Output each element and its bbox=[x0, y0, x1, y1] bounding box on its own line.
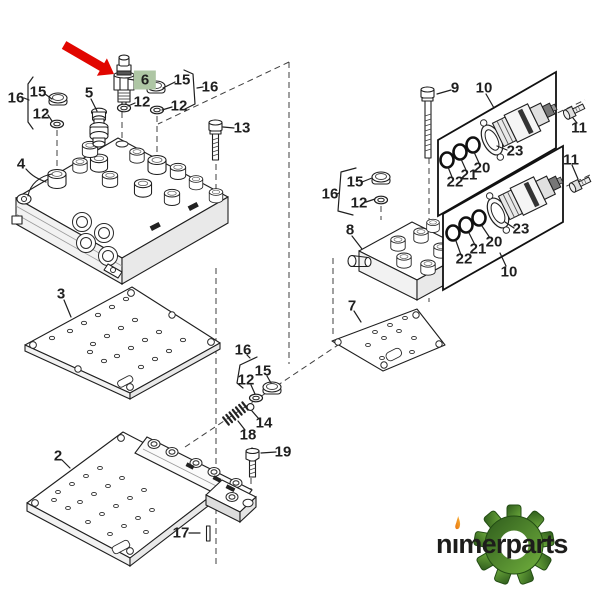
part-label-20: 20 bbox=[473, 159, 491, 177]
part-label-23: 23 bbox=[512, 220, 530, 238]
part-label-12: 12 bbox=[350, 194, 368, 212]
part-label-11: 11 bbox=[563, 151, 579, 169]
spring-18-drawing bbox=[222, 401, 250, 426]
ball-14-drawing bbox=[246, 403, 255, 411]
part-2-valve-plate-drawing bbox=[26, 431, 257, 568]
part-label-7: 7 bbox=[347, 297, 357, 315]
solenoid-kit-box-2 bbox=[442, 144, 594, 292]
part-label-13: 13 bbox=[233, 119, 251, 137]
pin-17-drawing bbox=[205, 525, 211, 542]
part-label-14: 14 bbox=[255, 414, 273, 432]
part-label-8: 8 bbox=[345, 221, 355, 239]
part-label-15: 15 bbox=[173, 71, 191, 89]
logo-text: nı merparts bbox=[436, 516, 568, 559]
part-label-2: 2 bbox=[53, 447, 63, 465]
part-label-10: 10 bbox=[475, 79, 493, 97]
part-label-11: 11 bbox=[571, 119, 587, 137]
part-label-12: 12 bbox=[32, 105, 50, 123]
part-label-18: 18 bbox=[239, 426, 257, 444]
part-label-22: 22 bbox=[446, 173, 464, 191]
part-label-15: 15 bbox=[346, 173, 364, 191]
part-label-20: 20 bbox=[485, 233, 503, 251]
part-label-15: 15 bbox=[29, 83, 47, 101]
logo-text-prefix: n bbox=[436, 529, 452, 559]
bolt-19-drawing bbox=[245, 447, 260, 478]
part-5-valve-drawing bbox=[89, 107, 109, 148]
logo-text-suffix: merparts bbox=[458, 529, 568, 559]
part-label-6: 6 bbox=[133, 70, 157, 90]
part-label-15: 15 bbox=[254, 362, 272, 380]
part-label-16: 16 bbox=[321, 185, 339, 203]
part-label-9: 9 bbox=[450, 79, 460, 97]
part-label-21: 21 bbox=[469, 240, 487, 258]
callout-leader-lines bbox=[23, 69, 579, 534]
gear-icon bbox=[473, 504, 555, 585]
part-label-23: 23 bbox=[506, 142, 524, 160]
part-3-gasket-drawing bbox=[24, 286, 221, 400]
bolt-9-drawing bbox=[420, 86, 435, 159]
solenoid-kit-box-1 bbox=[437, 70, 588, 218]
part-label-19: 19 bbox=[274, 443, 292, 461]
part-label-16: 16 bbox=[234, 341, 252, 359]
part-label-4: 4 bbox=[16, 155, 26, 173]
part-label-16: 16 bbox=[201, 78, 219, 96]
part-label-3: 3 bbox=[56, 285, 66, 303]
part-label-17: 17 bbox=[172, 524, 190, 542]
part-label-12: 12 bbox=[133, 93, 151, 111]
part-label-16: 16 bbox=[7, 89, 25, 107]
part-label-22: 22 bbox=[455, 250, 473, 268]
red-pointer-arrow bbox=[61, 41, 114, 76]
part-7-gasket-drawing bbox=[331, 308, 446, 372]
part-label-12: 12 bbox=[170, 97, 188, 115]
part-label-21: 21 bbox=[460, 166, 478, 184]
part-label-10: 10 bbox=[500, 263, 518, 281]
bolt-13-drawing bbox=[208, 119, 223, 161]
flame-icon bbox=[454, 516, 460, 530]
part-6-sensor-drawing bbox=[113, 54, 135, 111]
logo-letter-i: ı bbox=[452, 516, 460, 558]
part-label-5: 5 bbox=[84, 84, 94, 102]
part-4-control-valve-drawing bbox=[11, 137, 229, 285]
nimerparts-logo: nı merparts bbox=[430, 498, 595, 593]
part-label-12: 12 bbox=[237, 371, 255, 389]
